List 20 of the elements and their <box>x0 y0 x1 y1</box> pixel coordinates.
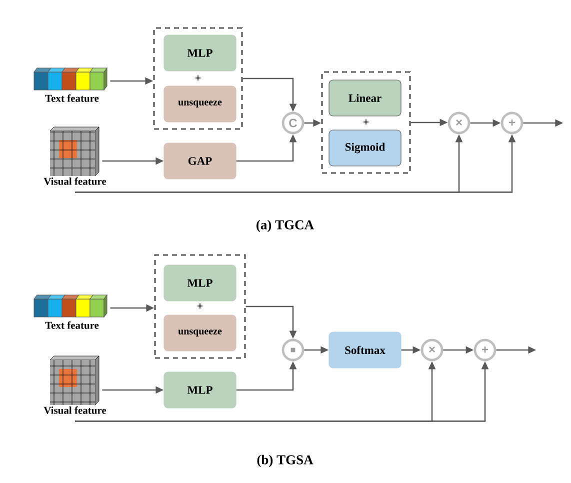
process-box: Linear <box>328 80 402 116</box>
node-label: Visual feature <box>44 406 106 414</box>
process-box: GAP <box>164 142 236 180</box>
process-box: Softmax <box>328 332 402 368</box>
process-box: unsqueeze <box>164 314 236 352</box>
process-box: MLP <box>164 372 236 408</box>
process-box: unsqueeze <box>164 86 236 122</box>
operator-circle <box>282 338 304 362</box>
process-box: Sigmoid <box>328 130 402 166</box>
node-label: Text feature <box>45 321 99 329</box>
text-feature: Text feature <box>34 294 108 329</box>
process-box: MLP <box>164 264 236 302</box>
subfigure-caption: (a) TGCA <box>256 220 314 232</box>
subfigure-caption: (b) TGSA <box>257 454 314 468</box>
node-label: Visual feature <box>44 177 106 185</box>
node-label: Text feature <box>45 94 99 102</box>
text-feature: Text feature <box>34 68 108 102</box>
process-box: MLP <box>164 34 236 72</box>
visual-feature: Visual feature <box>44 356 106 414</box>
visual-feature: Visual feature <box>44 126 106 185</box>
